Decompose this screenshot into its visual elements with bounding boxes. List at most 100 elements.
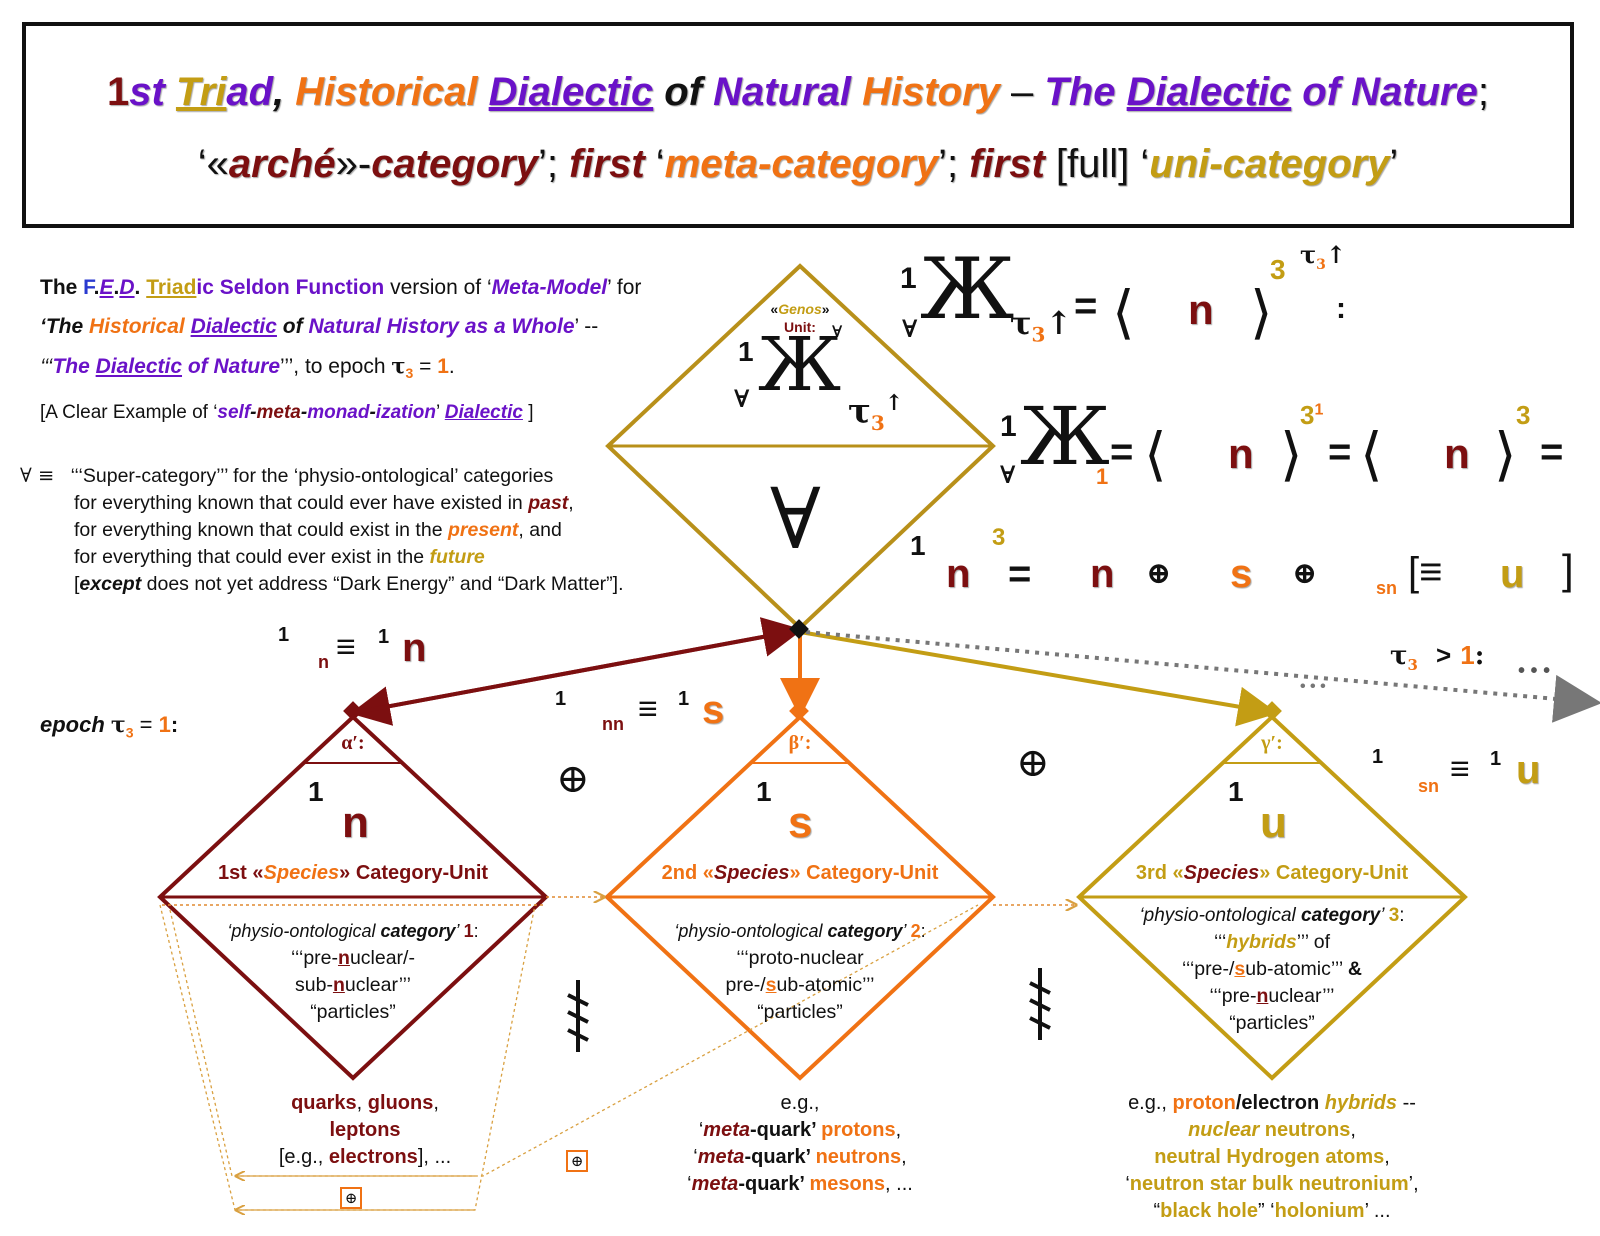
intro-row-2: ‘The Historical Dialectic of Natural His… — [40, 315, 599, 338]
formula-2-one: 1 — [1000, 410, 1017, 443]
beta-node — [789, 701, 809, 721]
n-def-eqv: ≡ — [336, 628, 356, 666]
formula-3-oplus-1: ⊕ — [1146, 556, 1172, 591]
formula-3-eq: = — [1008, 552, 1032, 596]
nn-def-sub: nn — [602, 714, 624, 734]
title-line-1: 1st Triad, Historical Dialectic of Natur… — [107, 70, 1489, 114]
super-category-definition: ∀ ≡ ‘‘‘Super-category’’’ for the ‘physio… — [20, 462, 720, 598]
alpha-one: 1 — [308, 776, 324, 807]
intro-row-1: The F.E.D. Triadic Seldon Function versi… — [40, 276, 642, 299]
alpha-unit-label: 1st «Species» Category-Unit — [217, 862, 489, 884]
nn-def-one2: 1 — [678, 688, 690, 710]
formula-2-zhe: Ж — [1020, 390, 1110, 483]
oplus-icon-right: ⊕ — [1016, 740, 1050, 786]
top-forall-sup: ∀ — [832, 322, 843, 341]
arrow-dotted-future — [805, 630, 1600, 723]
top-forall-sub: ∀ — [734, 384, 750, 413]
alpha-examples: quarks, gluons, leptons [e.g., electrons… — [278, 1092, 452, 1168]
oplus-box-icon: ⊕ — [566, 1150, 588, 1172]
formula-2-bracket-right: ⟩ — [1280, 422, 1303, 487]
title-box: 1st Triad, Historical Dialectic of Natur… — [22, 22, 1574, 228]
superdef-line-3: for everything known that could exist in… — [74, 519, 562, 541]
gamma-description: ‘physio-ontological category’ 3: ‘‘‘hybr… — [1139, 905, 1405, 1034]
intro-row-3: ‘‘‘The Dialectic of Nature’’’, to epoch … — [40, 353, 455, 382]
zhe-icon: Ж — [758, 322, 842, 408]
sn-def-one2: 1 — [1490, 748, 1502, 770]
title-line-2: ‘«arché»-category’; first ‘meta-category… — [197, 142, 1399, 186]
n-def-one2: 1 — [378, 626, 390, 648]
oplus-box-icon-lower: ⊕ — [340, 1187, 362, 1209]
arrow-to-gamma — [799, 630, 1278, 727]
formula-1-n: n — [1188, 286, 1214, 333]
formula-2-n2: n — [1444, 430, 1470, 477]
n-def-n: n — [402, 626, 427, 670]
n-def-one: 1 — [278, 624, 290, 646]
alpha-node — [343, 701, 363, 721]
formula-1-forall: ∀ — [902, 314, 918, 343]
beta-examples: e.g., ‘meta-quark’ protons, ‘meta-quark’… — [687, 1092, 913, 1195]
beta-greek-label: β′: — [788, 732, 812, 754]
n-def-sub: n — [318, 652, 329, 672]
gamma-node — [1262, 701, 1282, 721]
top-one: 1 — [738, 336, 754, 367]
formula-2-eq2: = — [1328, 430, 1352, 474]
intro-block: The F.E.D. Triadic Seldon Function versi… — [40, 268, 740, 432]
formula-3-s: s — [1230, 552, 1253, 596]
formula-1-exp: 3 — [1270, 254, 1286, 285]
beta-symbol: s — [788, 798, 813, 847]
formula-1-eq: = — [1074, 284, 1098, 328]
continuation-dots: • • • — [1518, 660, 1551, 682]
formula-1-tau: τ3↑ — [1010, 304, 1073, 347]
alpha-greek-label: α′: — [341, 732, 365, 754]
gamma-greek-label: γ′: — [1261, 732, 1283, 754]
qualifier-glyph-right — [1029, 968, 1051, 1040]
formula-2-bracket-right-2: ⟩ — [1494, 422, 1517, 487]
intro-row-4: [A Clear Example of ‘self-meta-monad-iza… — [40, 402, 534, 424]
beta-one: 1 — [756, 776, 772, 807]
qualifier-glyph-left — [567, 980, 589, 1052]
alpha-symbol: n — [342, 798, 369, 847]
oplus-icon: ⊕ — [556, 756, 590, 802]
formula-1-colon: : — [1336, 292, 1346, 325]
formula-3-one: 1 — [910, 530, 926, 561]
superdef-line-1: ∀ ≡ ‘‘‘Super-category’’’ for the ‘physio… — [20, 464, 554, 487]
formula-3-exp: 3 — [992, 524, 1006, 551]
gamma-examples: e.g., proton/electron hybrids -- nuclear… — [1125, 1092, 1419, 1222]
genos-unit-label: «Genos» Unit: — [770, 301, 830, 335]
formula-2-exp3: 3 — [1516, 400, 1531, 430]
epoch-label: epoch τ3 = 1: — [40, 712, 179, 741]
formula-3-oplus-2: ⊕ — [1292, 556, 1318, 591]
apex-node — [789, 619, 809, 639]
formula-1-bracket-right: ⟩ — [1250, 280, 1273, 345]
nn-def-s: s — [702, 688, 725, 732]
formula-3-n: n — [946, 552, 971, 596]
arrow-alpha-back — [357, 617, 803, 714]
formula-2-bracket-left-2: ⟨ — [1360, 422, 1383, 487]
formula-1-zhe: Ж — [920, 240, 1015, 338]
formula-3-n2: n — [1090, 552, 1115, 596]
formula-2-forall: ∀ — [1000, 460, 1016, 489]
nn-def-eqv: ≡ — [638, 690, 658, 728]
formula-2-n: n — [1228, 430, 1254, 477]
formula-3-eqv: [≡ — [1408, 550, 1443, 594]
beta-description: ‘physio-ontological category’ 2: ‘‘‘prot… — [674, 921, 926, 1023]
superdef-line-2: for everything known that could ever hav… — [74, 492, 574, 514]
formula-2-eq3: = — [1540, 430, 1564, 474]
superdef-line-5: [except does not yet address “Dark Energ… — [74, 573, 624, 595]
forall-icon: ∀ — [770, 470, 821, 568]
formula-1-one: 1 — [900, 262, 917, 295]
sn-def-u: u — [1516, 748, 1541, 792]
nn-def-one: 1 — [555, 688, 567, 710]
formula-2-exp: 31 — [1300, 400, 1324, 430]
sn-def-sub: sn — [1418, 776, 1440, 796]
formula-2-bracket-left: ⟨ — [1144, 422, 1167, 487]
formula-1-tau-exp: τ3↑ — [1300, 240, 1347, 273]
epoch-greater-label: τ3 > 1: — [1390, 640, 1485, 675]
sn-def-one: 1 — [1372, 746, 1384, 768]
formula-3-close: ] — [1562, 546, 1574, 593]
superdef-line-4: for everything that could ever exist in … — [74, 546, 485, 568]
beta-unit-label: 2nd «Species» Category-Unit — [661, 862, 939, 884]
formula-3-u: u — [1500, 552, 1525, 596]
gamma-symbol: u — [1260, 798, 1287, 847]
